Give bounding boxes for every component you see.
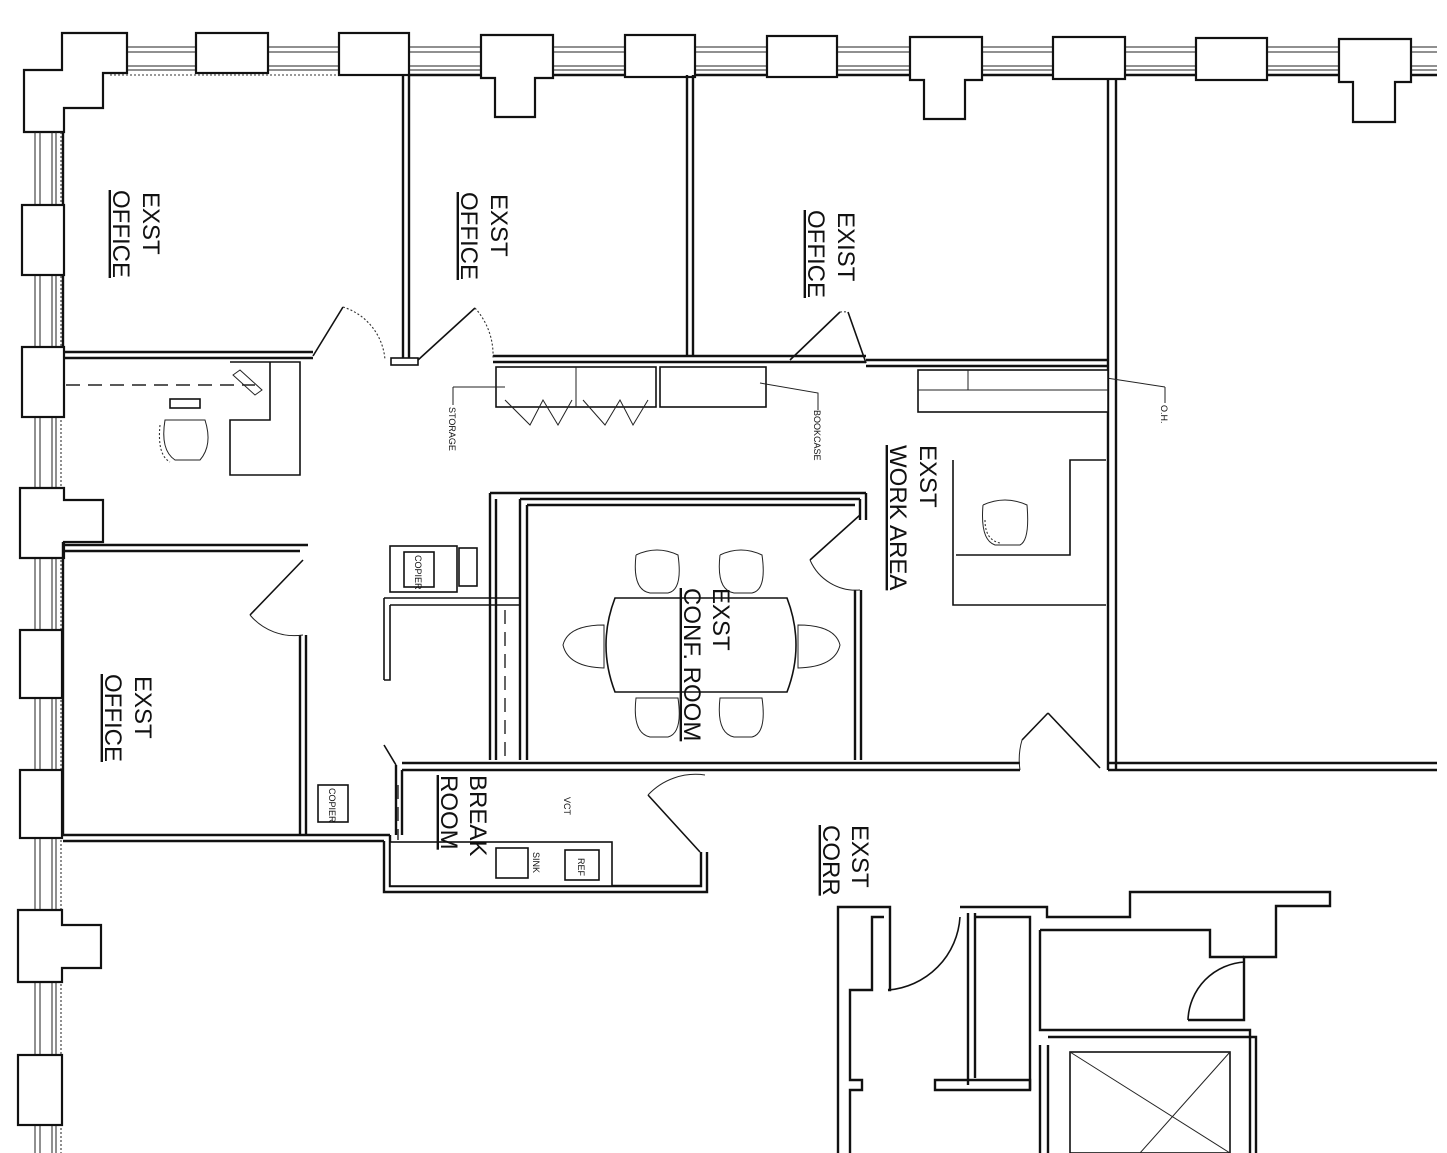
- vct-label: VCT: [562, 797, 572, 816]
- office-walls-top: [63, 75, 1118, 770]
- conference-label-line2: CONF. ROOM: [678, 588, 705, 741]
- office-3-label-line2: OFFICE: [802, 210, 829, 298]
- work-area-overhead: [917, 369, 1109, 413]
- office-1-desk: [66, 361, 301, 476]
- copier-alcove: [383, 545, 520, 681]
- office-2-label-line1: EXST: [485, 194, 512, 257]
- ref-label: REF: [576, 858, 586, 877]
- work-area-workstation: [952, 459, 1106, 606]
- office-4-label-line1: EXST: [129, 676, 156, 739]
- work-area-label-line1: EXST: [914, 445, 941, 508]
- corridor-walls: [1018, 712, 1437, 772]
- copier-1-label: COPIER: [413, 555, 423, 590]
- copier-2-label: COPIER: [327, 788, 337, 823]
- left-columns: [16, 203, 105, 1127]
- storage-label: STORAGE: [447, 407, 457, 451]
- label-work-area: EXST WORK AREA: [884, 445, 941, 590]
- sink-label: SINK: [531, 852, 541, 873]
- office-4-walls: [61, 542, 390, 843]
- conference-label-line1: EXST: [707, 588, 734, 651]
- label-office-3: EXIST OFFICE: [802, 210, 859, 298]
- building-core: [836, 890, 1332, 1153]
- conference-table: [562, 549, 841, 738]
- office-4-label-line2: OFFICE: [99, 674, 126, 762]
- overhead-label: O.H.: [1159, 405, 1169, 424]
- label-corridor: EXST CORR: [817, 825, 873, 896]
- break-room-walls: [382, 744, 1020, 894]
- label-office-4: EXST OFFICE: [99, 674, 156, 762]
- office-1-label-line2: OFFICE: [107, 190, 134, 278]
- conference-room-walls: [488, 491, 868, 760]
- work-area-label-line2: WORK AREA: [884, 445, 911, 590]
- break-room-label-line1: BREAK: [464, 775, 491, 856]
- corridor-label-line1: EXST: [846, 825, 873, 888]
- bookcase-label: BOOKCASE: [812, 410, 822, 461]
- label-conference-room: EXST CONF. ROOM: [678, 588, 734, 741]
- label-office-2: EXST OFFICE: [455, 192, 512, 280]
- corridor-label-line2: CORR: [817, 825, 844, 896]
- storage-bookcase: [452, 366, 1166, 427]
- top-columns: [22, 31, 1413, 134]
- office-2-label-line2: OFFICE: [455, 192, 482, 280]
- break-room-label-line2: ROOM: [435, 775, 462, 850]
- office-doors-top: [312, 306, 867, 364]
- office-3-label-line1: EXIST: [832, 212, 859, 282]
- office-1-label-line1: EXST: [137, 192, 164, 255]
- label-break-room: BREAK ROOM: [435, 775, 491, 856]
- label-office-1: EXST OFFICE: [107, 190, 164, 278]
